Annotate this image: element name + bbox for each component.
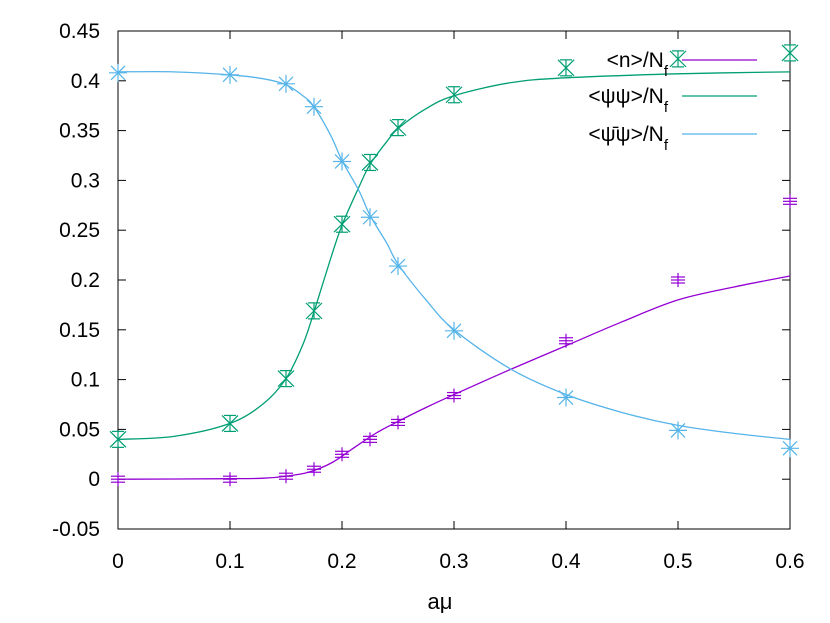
data-point-series-3 — [109, 63, 127, 82]
plot-frame — [117, 30, 791, 530]
data-point-series-2 — [445, 86, 463, 104]
marker-stroke — [110, 65, 126, 81]
data-point-series-1 — [335, 447, 349, 462]
marker-stroke — [390, 258, 406, 274]
data-point-series-1 — [671, 273, 685, 287]
y-tick-label: 0.4 — [71, 70, 101, 93]
data-point-series-2 — [277, 370, 295, 388]
marker-stroke — [362, 209, 378, 225]
data-point-series-1 — [363, 432, 377, 447]
y-tick-label: 0.2 — [71, 269, 100, 292]
marker-stroke — [670, 422, 686, 438]
data-point-series-2 — [305, 302, 323, 320]
x-tick-label: 0.6 — [775, 550, 804, 573]
data-point-series-1 — [559, 333, 573, 348]
y-tick-label: 0.35 — [59, 120, 100, 143]
x-axis-label: aμ — [428, 589, 453, 614]
y-tick-label: 0.25 — [59, 219, 100, 242]
data-point-series-3 — [445, 321, 463, 340]
data-point-series-2 — [389, 119, 407, 137]
data-point-series-3 — [333, 152, 351, 171]
data-point-series-1 — [447, 388, 461, 403]
legend-label-text: <n>/N — [607, 49, 664, 72]
data-point-series-2 — [557, 59, 575, 77]
y-tick-label: 0.3 — [71, 169, 100, 192]
x-tick-label: 0.3 — [439, 550, 468, 573]
fit-curve-series-3 — [117, 70, 791, 441]
legend-label-text: <ψψ>/N — [588, 85, 663, 108]
legend-label-subscript: f — [664, 137, 669, 154]
legend-label-series-3: <ψ̄ψ>/Nf — [588, 123, 668, 154]
data-point-series-3 — [361, 208, 379, 227]
x-tick-label: 0.4 — [551, 550, 581, 573]
marker-stroke — [334, 154, 350, 169]
data-point-series-2 — [333, 215, 351, 233]
y-tick-label: 0.45 — [59, 20, 100, 43]
x-tick-label: 0.2 — [327, 550, 356, 573]
fit-curve-series-1 — [117, 275, 791, 480]
x-tick-label: 0 — [112, 550, 124, 573]
legend-label-subscript: f — [664, 99, 669, 116]
data-point-series-1 — [307, 462, 321, 477]
data-point-series-1 — [279, 469, 293, 484]
marker-stroke — [558, 390, 574, 405]
data-point-series-2 — [361, 153, 379, 172]
data-point-series-1 — [391, 415, 405, 430]
data-point-series-3 — [277, 74, 295, 93]
marker-stroke — [306, 99, 322, 115]
data-point-series-3 — [669, 421, 687, 440]
y-tick-label: 0.15 — [59, 319, 100, 342]
y-tick-label: 0.1 — [71, 369, 100, 392]
data-markers — [109, 44, 799, 487]
marker-stroke — [278, 76, 294, 92]
legend-label-series-1: <n>/Nf — [607, 49, 669, 80]
axis-ticks: 0 0.1 0.2 0.3 0.4 0.5 0.6 -0.05 0 0.05 0.1 0.15 0.2 0… — [52, 20, 804, 573]
legend-label-series-2: <ψψ>/Nf — [588, 85, 668, 116]
data-point-series-3 — [389, 257, 407, 276]
fit-curve-series-2 — [117, 71, 791, 441]
data-point-series-2 — [669, 50, 687, 68]
data-point-series-1 — [783, 194, 797, 209]
y-tick-label: 0 — [88, 468, 100, 491]
data-point-series-3 — [781, 439, 799, 458]
data-point-series-2 — [221, 414, 239, 433]
fit-curves — [117, 70, 791, 480]
data-point-series-3 — [557, 388, 575, 407]
data-point-series-3 — [305, 97, 323, 116]
y-tick-label: 0.05 — [59, 418, 100, 441]
marker-stroke — [782, 440, 798, 456]
y-tick-label: -0.05 — [52, 518, 100, 541]
legend: <n>/Nf<ψψ>/Nf<ψ̄ψ>/Nf — [588, 49, 757, 154]
x-tick-label: 0.5 — [663, 550, 692, 573]
legend-label-text: <ψ̄ψ>/N — [588, 123, 663, 146]
x-tick-label: 0.1 — [215, 550, 244, 573]
data-point-series-3 — [221, 65, 239, 84]
legend-label-subscript: f — [664, 63, 669, 80]
data-point-series-2 — [781, 44, 799, 62]
data-point-series-1 — [223, 472, 237, 487]
data-point-series-1 — [111, 472, 125, 487]
marker-stroke — [446, 323, 462, 339]
marker-stroke — [222, 67, 238, 83]
data-point-series-2 — [109, 430, 127, 448]
